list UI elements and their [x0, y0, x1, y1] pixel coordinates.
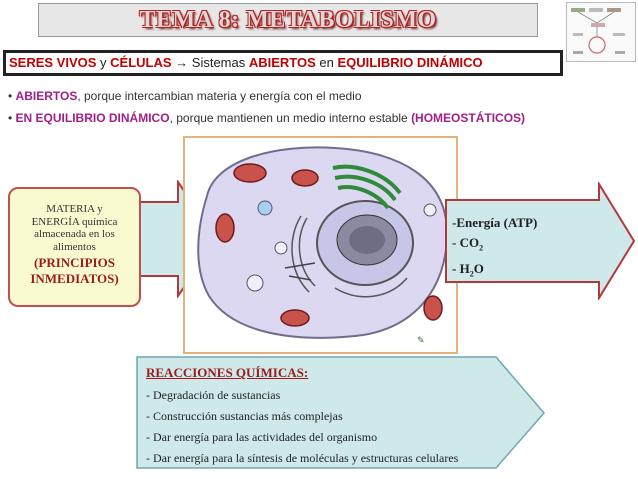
- reaction-item: - Dar energía para la síntesis de molécu…: [146, 451, 459, 465]
- bullet-dot-icon: •: [8, 111, 13, 125]
- banner-seres-vivos: SERES VIVOS: [9, 55, 97, 70]
- reaction-item: - Dar energía para las actividades del o…: [146, 430, 378, 444]
- co2-subscript: 2: [479, 243, 484, 253]
- input-principios: (PRINCIPIOS: [34, 255, 115, 270]
- arrow-icon: →: [171, 55, 192, 70]
- reactions-heading: REACCIONES QUÍMICAS:: [146, 365, 309, 380]
- input-line: almacenada en los: [34, 228, 115, 240]
- bullet-text: , porque mantienen un medio interno esta…: [169, 111, 412, 125]
- bullet-dot-icon: •: [8, 89, 13, 103]
- svg-text:✎: ✎: [417, 335, 425, 345]
- reaction-item: - Degradación de sustancias: [146, 388, 281, 402]
- output-energia: -Energía (ATP): [452, 215, 538, 230]
- output-text: -Energía (ATP) - CO2 - H2O: [452, 213, 537, 284]
- h2o-subscript: 2: [469, 269, 474, 279]
- banner-y: y: [96, 55, 111, 70]
- banner-sistemas: Sistemas: [191, 55, 249, 70]
- bullet-equilibrio: • EN EQUILIBRIO DINÁMICO, porque mantien…: [8, 111, 525, 125]
- banner-abiertos: ABIERTOS: [248, 55, 316, 70]
- output-arrow: [445, 182, 636, 300]
- input-line: MATERIA y: [46, 203, 103, 215]
- slide-title: TEMA 8: METABOLISMO: [139, 7, 437, 33]
- bullet-highlight: ABIERTOS: [15, 89, 78, 103]
- bullet-highlight: EN EQUILIBRIO DINÁMICO: [15, 111, 170, 125]
- h2o-suffix: O: [473, 260, 484, 276]
- input-line: alimentos: [53, 240, 96, 253]
- banner-celulas: CÉLULAS: [110, 55, 172, 70]
- input-line: ENERGÍA química: [31, 215, 118, 228]
- bullet-tail: (HOMEOSTÁTICOS): [411, 111, 526, 125]
- banner-equilibrio: EQUILIBRIO DINÁMICO: [337, 55, 483, 70]
- reaction-item: - Construcción sustancias más complejas: [146, 409, 343, 423]
- bullet-abiertos: • ABIERTOS, porque intercambian materia …: [8, 89, 362, 103]
- input-inmediatos: INMEDIATOS): [30, 271, 119, 286]
- title-box: TEMA 8: METABOLISMO: [38, 3, 538, 37]
- co2-prefix: - CO: [452, 235, 480, 250]
- output-co2: - CO2: [452, 233, 537, 259]
- output-h2o: - H2O: [452, 259, 537, 285]
- reactions-box: REACCIONES QUÍMICAS: - Degradación de su…: [136, 356, 546, 470]
- bullet-text: , porque intercambian materia y energía …: [77, 89, 362, 103]
- animal-cell-image: ✎: [197, 146, 449, 345]
- metabolism-thumbnail: [566, 2, 636, 62]
- cell-illustration-frame: ✎: [183, 136, 458, 354]
- h2o-prefix: - H: [452, 260, 470, 276]
- banner-en: en: [315, 55, 338, 70]
- banner: SERES VIVOS y CÉLULAS → Sistemas ABIERTO…: [3, 50, 563, 76]
- input-materia-box: MATERIA y ENERGÍA química almacenada en …: [8, 187, 141, 307]
- reactions-arrow-shape: [136, 356, 545, 469]
